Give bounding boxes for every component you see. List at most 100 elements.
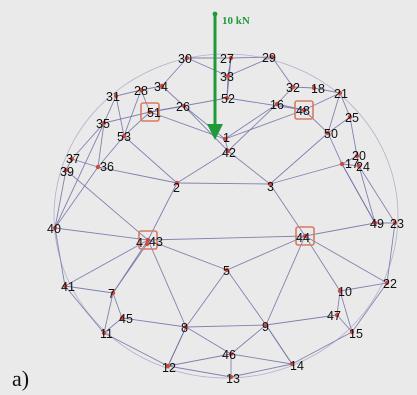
dome-edge: [227, 56, 273, 77]
dome-edge: [269, 183, 306, 237]
node-label-5: 5: [223, 264, 230, 278]
node-53: [121, 133, 127, 139]
node-label-44: 44: [296, 231, 310, 245]
node-8: [183, 324, 189, 330]
node-label-31: 31: [106, 90, 120, 104]
dome-edge: [167, 365, 232, 378]
node-50: [325, 130, 331, 136]
dome-edge: [183, 105, 226, 140]
node-31: [113, 93, 119, 99]
dome-edge: [276, 103, 305, 111]
node-40: [52, 225, 58, 231]
dome-edge: [121, 317, 187, 328]
dome-edge: [224, 109, 305, 140]
dome-edge: [123, 111, 151, 137]
dome-edge: [97, 166, 178, 184]
node-7: [110, 290, 116, 296]
node-11: [101, 330, 107, 336]
node-48: [301, 107, 307, 113]
dome-edge: [327, 132, 343, 165]
support-square-44: [295, 226, 315, 246]
node-5: [224, 267, 230, 273]
node-41: [62, 283, 68, 289]
dome-edge: [227, 150, 271, 185]
dome-edge: [341, 163, 360, 167]
dome-edge: [230, 353, 293, 365]
dome-edge: [54, 166, 99, 229]
node-label-3: 3: [267, 180, 274, 194]
node-label-39: 39: [60, 165, 74, 179]
figure-caption: a): [12, 366, 30, 391]
load-arrow: 10 kN: [207, 11, 250, 140]
dome-edge: [304, 222, 376, 237]
node-1: [222, 136, 228, 142]
node-44: [302, 233, 308, 239]
support-square-43: [138, 230, 158, 250]
node-22: [384, 280, 390, 286]
node-label-53: 53: [117, 130, 131, 144]
node-3: [267, 181, 273, 187]
node-34: [159, 83, 165, 89]
dome-edge: [341, 155, 358, 165]
node-label-13: 13: [226, 372, 240, 386]
node-label-15: 15: [349, 327, 363, 341]
dome-edge: [265, 314, 338, 326]
dome-edge: [140, 89, 151, 113]
dome-edge: [103, 332, 169, 367]
node-49: [372, 220, 378, 226]
node-label-21: 21: [334, 87, 348, 101]
dome-nodes: [52, 54, 398, 380]
node-label-16: 16: [270, 98, 284, 112]
dome-edge: [349, 116, 358, 157]
node-label-2: 2: [173, 181, 180, 195]
dome-edge: [276, 86, 294, 105]
dome-edge: [115, 95, 125, 137]
dome-edge: [313, 87, 341, 94]
node-42: [225, 148, 231, 154]
node-label-17: 17: [345, 157, 359, 171]
dome-edge: [339, 290, 353, 333]
node-label-34: 34: [154, 80, 168, 94]
dome-edge: [54, 122, 105, 229]
dome-edge: [230, 56, 273, 59]
dome-edge: [224, 103, 278, 140]
node-label-27: 27: [220, 52, 234, 66]
dome-edge: [112, 243, 148, 294]
dome-edge: [230, 324, 267, 355]
node-47: [334, 312, 340, 318]
node-label-22: 22: [383, 277, 397, 291]
node-30: [184, 55, 190, 61]
node-52: [224, 95, 230, 101]
dome-edge: [103, 292, 114, 334]
node-37: [69, 156, 75, 162]
node-36: [95, 164, 101, 170]
node-label-42: 42: [222, 146, 236, 160]
node-label-49: 49: [370, 217, 384, 231]
dome-edge: [351, 282, 388, 333]
dome-edge: [339, 282, 388, 292]
dome-edge: [271, 56, 294, 88]
node-label-36: 36: [100, 160, 114, 174]
dome-edge: [265, 324, 293, 365]
dome-edge: [103, 95, 117, 124]
node-27: [228, 55, 234, 61]
dome-edge: [358, 165, 396, 224]
dome-edge: [115, 89, 142, 97]
node-24: [356, 163, 362, 169]
node-label-51: 51: [147, 106, 161, 120]
node-label-1: 1: [223, 131, 230, 145]
dome-edge: [167, 326, 187, 367]
node-label-45: 45: [119, 312, 133, 326]
dome-edge: [147, 239, 228, 271]
dome-edge: [226, 97, 305, 111]
dome-edge: [123, 89, 142, 137]
node-28: [138, 87, 144, 93]
dome-edge: [97, 135, 125, 168]
node-26: [181, 103, 187, 109]
node-label-4: 4: [136, 236, 143, 250]
node-29: [269, 54, 275, 60]
node-label-7: 7: [108, 287, 115, 301]
dome-edge: [112, 292, 123, 319]
dome-edge: [336, 290, 341, 316]
